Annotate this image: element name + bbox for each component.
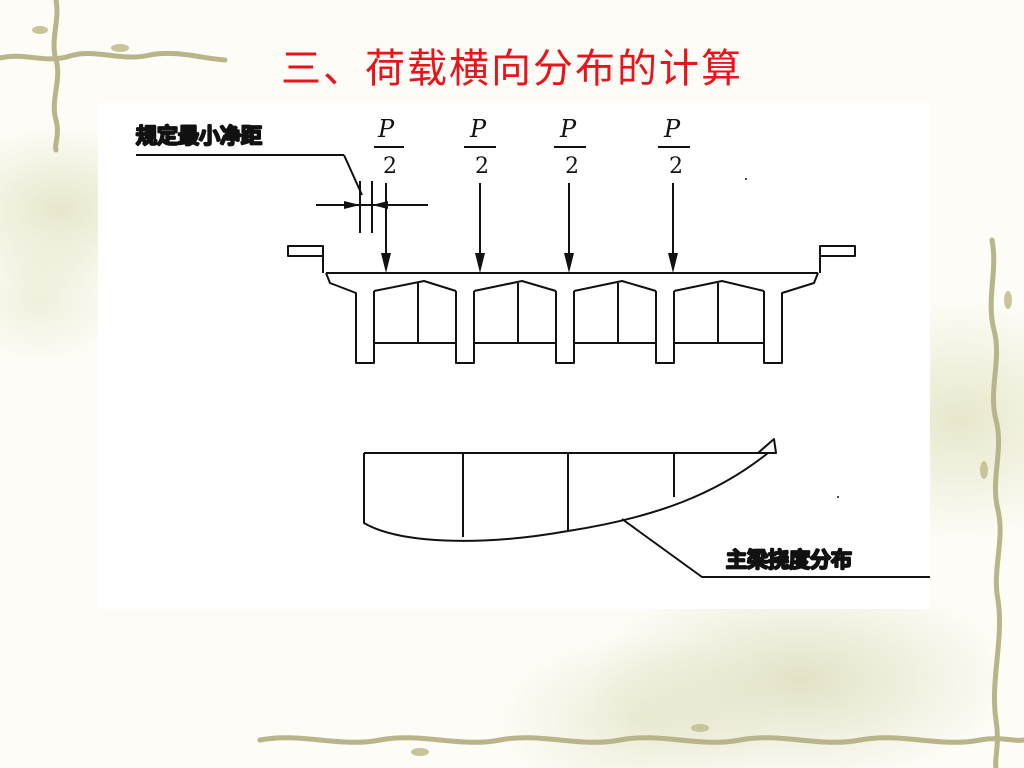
load-label-4: P 2 [658, 115, 690, 179]
bridge-deck-cross-section [287, 245, 856, 364]
svg-text:P: P [559, 115, 577, 143]
load-label-3: P 2 [554, 115, 586, 179]
load-label-1: P 2 [374, 115, 404, 179]
clearance-dimension [316, 181, 428, 233]
girder-deflection-diagram [363, 438, 930, 578]
deflection-label: 主梁挠度分布 [726, 548, 852, 572]
svg-text:P: P [377, 115, 395, 143]
svg-text:2: 2 [669, 154, 683, 179]
bridge-cross-section-diagram: 规定最小净距 P 2 P 2 P [135, 115, 930, 578]
load-arrow-1 [381, 253, 391, 273]
load-arrow-2 [475, 253, 485, 273]
load-label-2: P 2 [464, 115, 496, 179]
svg-text:P: P [469, 115, 487, 143]
svg-text:P: P [663, 115, 681, 143]
diagram-panel: 规定最小净距 P 2 P 2 P [98, 103, 930, 609]
load-arrow-3 [564, 253, 574, 273]
svg-text:2: 2 [565, 154, 579, 179]
svg-text:2: 2 [383, 154, 397, 179]
svg-text:2: 2 [475, 154, 489, 179]
load-arrow-4 [668, 253, 678, 273]
clearance-label: 规定最小净距 [136, 124, 262, 148]
load-arrows [381, 183, 678, 273]
deflection-leader-line [621, 518, 930, 578]
slide-title: 三、荷载横向分布的计算 [281, 46, 743, 92]
